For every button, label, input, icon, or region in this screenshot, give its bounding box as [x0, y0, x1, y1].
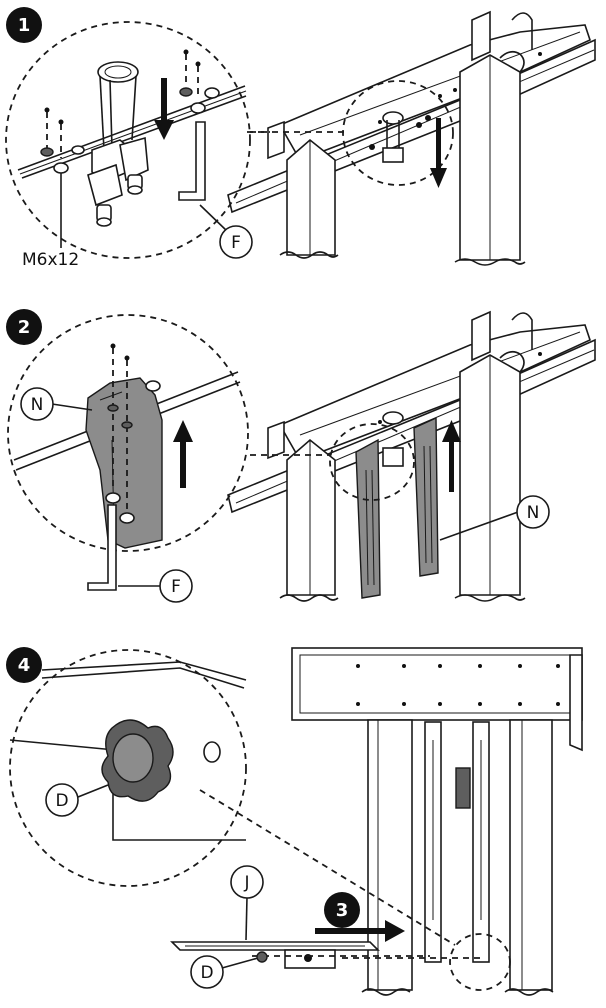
arrow-right-icon	[315, 920, 405, 942]
star-knob-icon	[101, 719, 221, 802]
step-2-panel: 2	[6, 309, 596, 603]
step-1-number: 1	[18, 15, 31, 36]
hex-key-icon	[87, 504, 117, 591]
arrow-down-icon	[154, 78, 174, 140]
arrow-up-icon	[442, 420, 461, 492]
arrow-up-icon	[173, 420, 193, 488]
detail-callout-small	[342, 80, 454, 186]
step-1-panel: 1	[5, 7, 596, 270]
detail-callout-large	[9, 649, 247, 887]
bracket-label-n-main: N	[516, 495, 550, 529]
screw-size-label: M6x12	[22, 250, 79, 270]
knob-label-d-main: D	[190, 955, 224, 989]
clamp-small	[382, 411, 404, 467]
shelf-label-j: J	[230, 865, 264, 899]
stand-front-view	[291, 647, 583, 996]
rail-detail	[9, 661, 247, 841]
step-2-number: 2	[18, 317, 31, 338]
step-4-number: 4	[18, 655, 31, 676]
tool-label-f-step-2: F	[159, 569, 193, 603]
bracket-left	[355, 438, 381, 599]
step-2-badge: 2	[6, 309, 42, 345]
detail-callout-small	[329, 423, 415, 501]
knob-label-d-detail: D	[45, 783, 79, 817]
bracket-n-detail	[85, 343, 163, 549]
shelf-j	[170, 941, 380, 969]
bracket-label-n-detail: N	[20, 387, 54, 421]
bracket-right	[413, 416, 439, 577]
svg-text:D: D	[200, 963, 213, 983]
stand-frame-step-2	[227, 310, 596, 602]
step-4-badge: 4	[6, 647, 42, 683]
hex-key-icon	[178, 121, 206, 201]
clamp-small	[369, 111, 431, 163]
svg-text:F: F	[231, 233, 241, 253]
svg-text:J: J	[243, 873, 249, 893]
step-1-badge: 1	[6, 7, 42, 43]
screw-set-detail	[40, 49, 220, 248]
step-4-panel: 4	[6, 647, 583, 996]
svg-text:F: F	[171, 577, 181, 597]
svg-text:D: D	[55, 791, 68, 811]
detail-callout-large	[7, 314, 249, 552]
detail-callout-large	[5, 21, 251, 259]
stand-frame-step-1	[227, 10, 596, 266]
step-3-badge: 3	[324, 892, 360, 928]
detail-callout-small	[449, 933, 511, 991]
star-knob-icon	[256, 951, 268, 963]
svg-text:N: N	[31, 395, 44, 415]
tool-label-f-step-1: F	[219, 225, 253, 259]
step-3-number: 3	[336, 900, 349, 921]
clamp-detail	[87, 61, 149, 227]
arrow-down-icon	[430, 118, 447, 188]
svg-text:N: N	[527, 503, 540, 523]
